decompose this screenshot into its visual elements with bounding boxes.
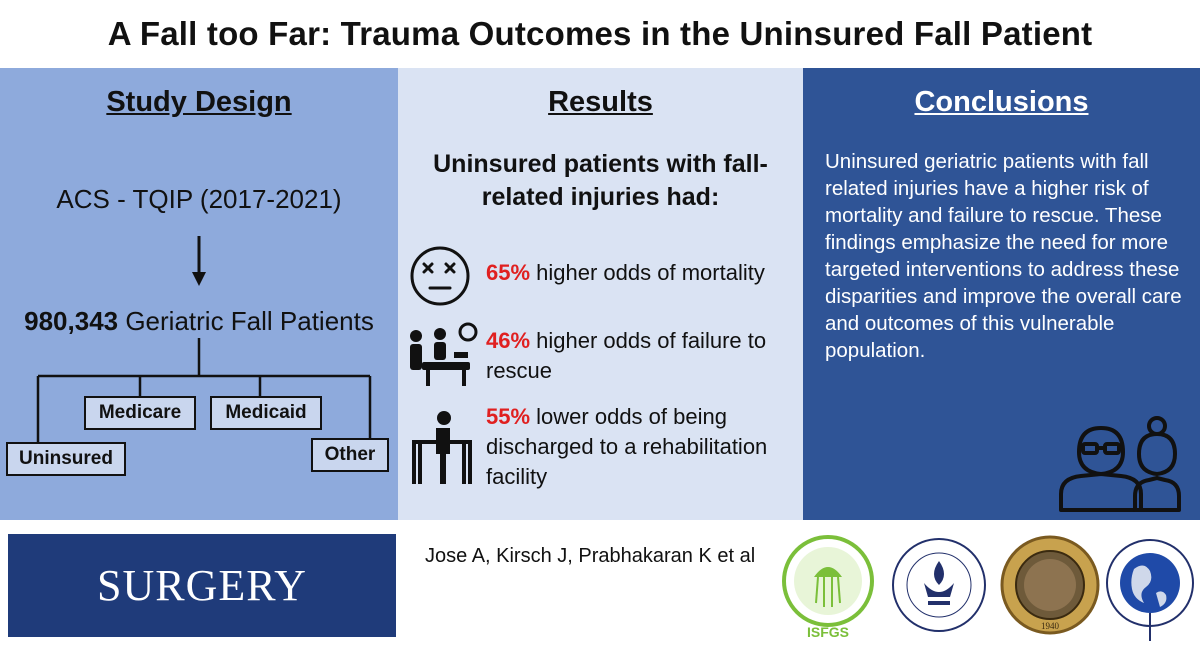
result-item-rehab-discharge: 55% lower odds of being discharged to a … <box>486 402 796 492</box>
results-subtitle: Uninsured patients with fall- related in… <box>398 148 803 214</box>
uninsured-box: Uninsured <box>6 442 126 476</box>
walker-patient-icon <box>412 411 472 484</box>
failure-to-rescue-pct: 46% <box>486 328 531 353</box>
isfgs-logo-text: ISFGS <box>807 624 849 640</box>
medicare-box: Medicare <box>84 396 196 430</box>
rehab-text: lower odds of being discharged to a reha… <box>486 404 768 489</box>
results-panel: Results Uninsured patients with fall- re… <box>398 68 803 520</box>
database-label: ACS - TQIP (2017-2021) <box>56 184 342 214</box>
conclusions-panel: Conclusions Uninsured geriatric patients… <box>803 68 1200 520</box>
patients-label: Geriatric Fall Patients <box>118 306 374 336</box>
rehab-pct: 55% <box>486 404 531 429</box>
society-university-surgeons-logo <box>892 538 986 632</box>
insurance-tree: Medicare Medicaid Uninsured Other <box>0 338 398 488</box>
study-design-heading: Study Design <box>106 86 292 118</box>
central-surgical-association-logo: 1940 <box>1000 535 1100 635</box>
study-design-panel: Study Design ACS - TQIP (2017-2021) 980,… <box>0 68 398 520</box>
aaes-logo <box>1106 539 1194 641</box>
results-subtitle-line1: Uninsured patients with fall- <box>433 150 768 178</box>
other-box: Other <box>311 438 389 472</box>
patients-count: 980,343 <box>24 306 119 336</box>
isfgs-logo: ISFGS <box>782 535 874 640</box>
elderly-couple-icon <box>1059 416 1181 512</box>
page-title: A Fall too Far: Trauma Outcomes in the U… <box>107 15 1093 52</box>
result-item-failure-to-rescue: 46% higher odds of failure to rescue <box>486 326 796 386</box>
result-item-mortality: 65% higher odds of mortality <box>486 258 796 288</box>
csa-year-text: 1940 <box>1041 621 1060 631</box>
failure-to-rescue-text: higher odds of failure to rescue <box>486 328 767 383</box>
surgery-team-icon <box>410 322 478 386</box>
results-subtitle-line2: related injuries had: <box>481 183 720 211</box>
tree-connectors <box>36 338 372 442</box>
mortality-text: higher odds of mortality <box>530 260 765 285</box>
authors-text: Jose A, Kirsch J, Prabhakaran K et al <box>425 545 756 567</box>
mortality-pct: 65% <box>486 260 531 285</box>
results-heading: Results <box>548 86 653 118</box>
patients-line: 980,343 Geriatric Fall Patients <box>0 306 398 337</box>
conclusions-text: Uninsured geriatric patients with fall r… <box>825 150 1182 362</box>
journal-logo: SURGERY <box>8 534 396 637</box>
conclusions-heading: Conclusions <box>914 86 1089 118</box>
medicaid-box: Medicaid <box>210 396 322 430</box>
dizzy-face-icon <box>410 246 470 306</box>
arrow-down-icon <box>192 236 206 286</box>
